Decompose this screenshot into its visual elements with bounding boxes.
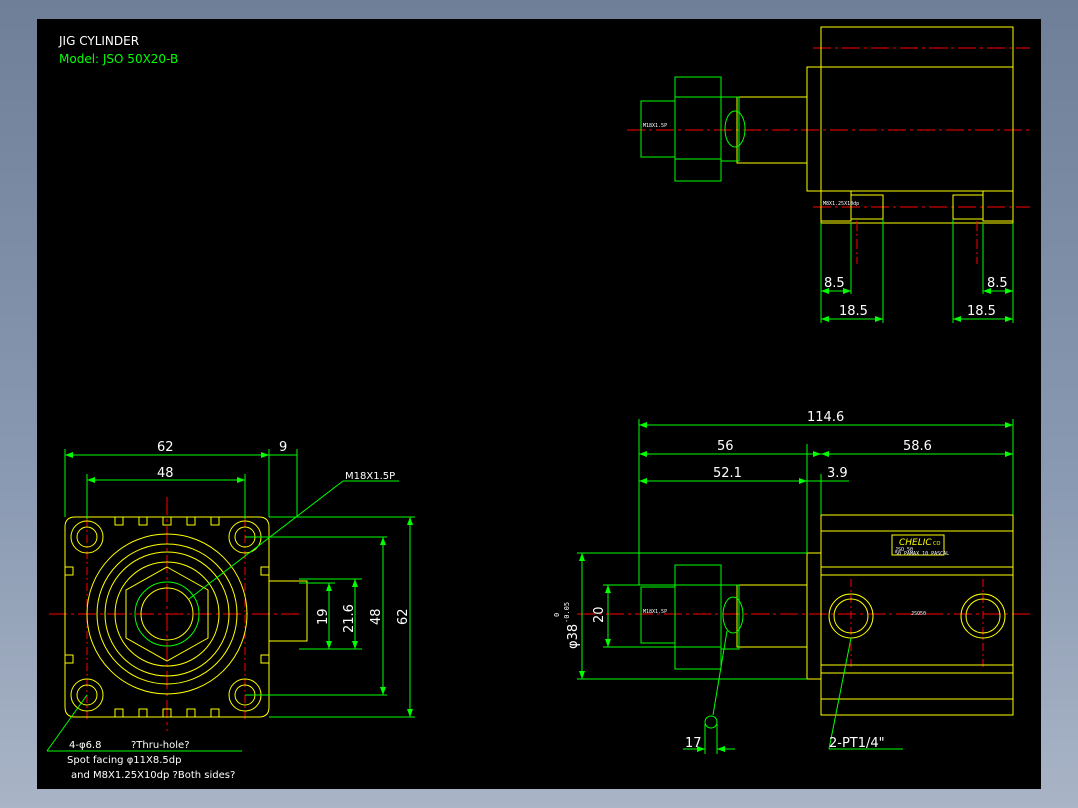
note-line2: Spot facing φ11X8.5dp (67, 755, 181, 766)
dim-h48: 48 (369, 608, 384, 625)
callout-m18: M18X1.5P (345, 471, 395, 482)
dim-top-left-large: 18.5 (839, 304, 868, 319)
dim-h62: 62 (396, 608, 411, 625)
drawing-title: JIG CYLINDER (58, 34, 139, 48)
note-line1a: 4-φ6.8 (69, 740, 101, 751)
dim-top-right-small: 8.5 (987, 276, 1008, 291)
dim-top-right-large: 18.5 (967, 304, 996, 319)
note-line3: and M8X1.25X10dp ?Both sides? (71, 770, 235, 781)
dim-h19: 19 (316, 608, 331, 625)
dim-39: 3.9 (827, 466, 848, 481)
dim-56: 56 (717, 439, 734, 454)
dim-port: 2-PT1/4" (829, 736, 885, 751)
dim-width-48: 48 (157, 466, 174, 481)
note-line1b: ?Thru-hole? (131, 740, 190, 751)
dim-38-tol-lower: -0.05 (563, 602, 571, 623)
plate-line-2: 50 PAMAX 10 PASCAL (895, 551, 949, 557)
brand-suffix: CO (933, 541, 940, 547)
dim-side-9: 9 (279, 440, 287, 455)
dim-h216: 21.6 (342, 604, 357, 633)
dim-38: φ38 (566, 624, 581, 649)
dim-38-tol-upper: 0 (553, 613, 561, 617)
dim-top-left-small: 8.5 (824, 276, 845, 291)
model-label: Model: JSO 50X20-B (59, 52, 178, 66)
dim-586: 58.6 (903, 439, 932, 454)
top-view: M8X1.25X10dp M18X1.5P 8.5 8.5 18.5 18. (627, 26, 1030, 323)
drawing-canvas: JIG CYLINDER Model: JSO 50X20-B M8X1.25X… (46, 26, 1030, 781)
top-rod-label: M18X1.5P (643, 123, 667, 129)
dim-17: 17 (685, 736, 702, 751)
front-view: 62 9 48 19 21.6 48 62 M18X1.5P 4-φ6.8 ?T… (46, 440, 415, 781)
body-mark: JSO50 (911, 611, 926, 617)
dim-521: 52.1 (713, 466, 742, 481)
brand-logo: CHELIC (899, 538, 932, 548)
side-rod-label: M18X1.5P (643, 609, 667, 615)
plate-line-1: JSO 50 (895, 547, 913, 553)
cad-viewport[interactable]: JIG CYLINDER Model: JSO 50X20-B M8X1.25X… (37, 19, 1041, 789)
dim-total-114: 114.6 (807, 410, 844, 425)
side-view: CHELIC CO JSO 50 50 PAMAX 10 PASCAL JSO5… (553, 410, 1030, 754)
top-port-label: M8X1.25X10dp (823, 201, 859, 207)
dim-20: 20 (592, 606, 607, 623)
dim-width-62: 62 (157, 440, 174, 455)
